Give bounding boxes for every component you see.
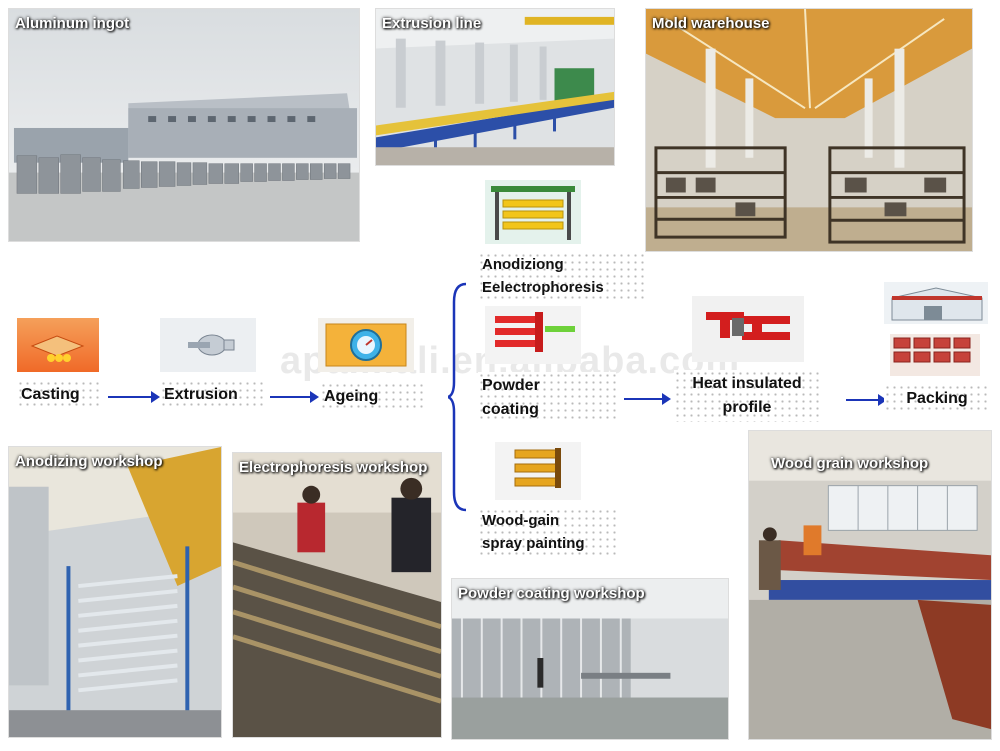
electrophoresis-workshop-photo: Electrophoresis workshop — [232, 452, 442, 738]
casting-label: Casting — [17, 380, 101, 410]
casting-to-extrusion-arrow — [108, 391, 160, 403]
packing-label: Packing — [884, 384, 990, 414]
powder-coating-workshop-scene — [452, 579, 728, 739]
wood-grain-workshop-caption: Wood grain workshop — [771, 455, 929, 472]
powder-coating-workshop-photo: Powder coating workshop — [451, 578, 729, 740]
powder-coating-workshop-caption: Powder coating workshop — [458, 585, 645, 602]
extrusion-line-photo: Extrusion line — [375, 8, 615, 166]
anodizing-workshop-caption: Anodizing workshop — [15, 453, 163, 470]
wood-grain-label-line1: Wood-gain — [482, 512, 560, 529]
powder-coating-label: Powder coating — [478, 372, 616, 422]
wood-grain-workshop-scene — [749, 431, 991, 739]
ageing-icon — [318, 318, 414, 372]
anodizing-label-line1: Anodiziong — [482, 256, 564, 273]
packing-building-icon — [884, 282, 988, 324]
extrusion-icon — [160, 318, 256, 372]
powder-coating-icon — [485, 306, 581, 364]
heat-insulated-icon — [692, 296, 804, 362]
mold-warehouse-caption: Mold warehouse — [652, 15, 770, 32]
heat-insulated-label: Heat insulated profile — [674, 370, 820, 422]
mold-warehouse-photo: Mold warehouse — [645, 8, 973, 252]
ageing-label: Ageing — [320, 382, 424, 412]
extrusion-label: Extrusion — [160, 380, 264, 410]
wood-grain-icon — [495, 442, 581, 500]
powder-coating-label-line2: coating — [482, 401, 539, 418]
packing-boxes-icon — [890, 334, 980, 376]
anodizing-workshop-photo: Anodizing workshop — [8, 446, 222, 738]
heat-insulated-label-line2: profile — [722, 399, 772, 416]
electrophoresis-workshop-scene — [233, 453, 441, 737]
powder-to-heat-arrow — [624, 393, 671, 405]
heat-insulated-label-line1: Heat insulated — [692, 375, 802, 392]
powder-coating-label-line1: Powder — [482, 377, 540, 394]
anodizing-icon — [485, 180, 581, 244]
mold-warehouse-scene — [646, 9, 972, 251]
aluminum-ingot-caption: Aluminum ingot — [15, 15, 130, 32]
anodizing-workshop-scene — [9, 447, 221, 737]
anodizing-label-line2: Eelectrophoresis — [482, 278, 604, 296]
anodizing-label: Anodiziong Eelectrophoresis — [478, 252, 646, 300]
extrusion-line-scene — [376, 9, 614, 165]
branch-brace — [448, 282, 467, 512]
aluminum-ingot-scene — [9, 9, 359, 241]
electrophoresis-workshop-caption: Electrophoresis workshop — [239, 459, 428, 476]
wood-grain-label: Wood-gain spray painting — [478, 508, 618, 558]
heat-to-packing-arrow — [846, 394, 887, 406]
extrusion-to-ageing-arrow — [270, 391, 319, 403]
wood-grain-label-line2: spray painting — [482, 534, 585, 552]
casting-icon — [17, 318, 99, 372]
extrusion-line-caption: Extrusion line — [382, 15, 482, 32]
aluminum-ingot-photo: Aluminum ingot — [8, 8, 360, 242]
wood-grain-workshop-photo: Wood grain workshop — [748, 430, 992, 740]
